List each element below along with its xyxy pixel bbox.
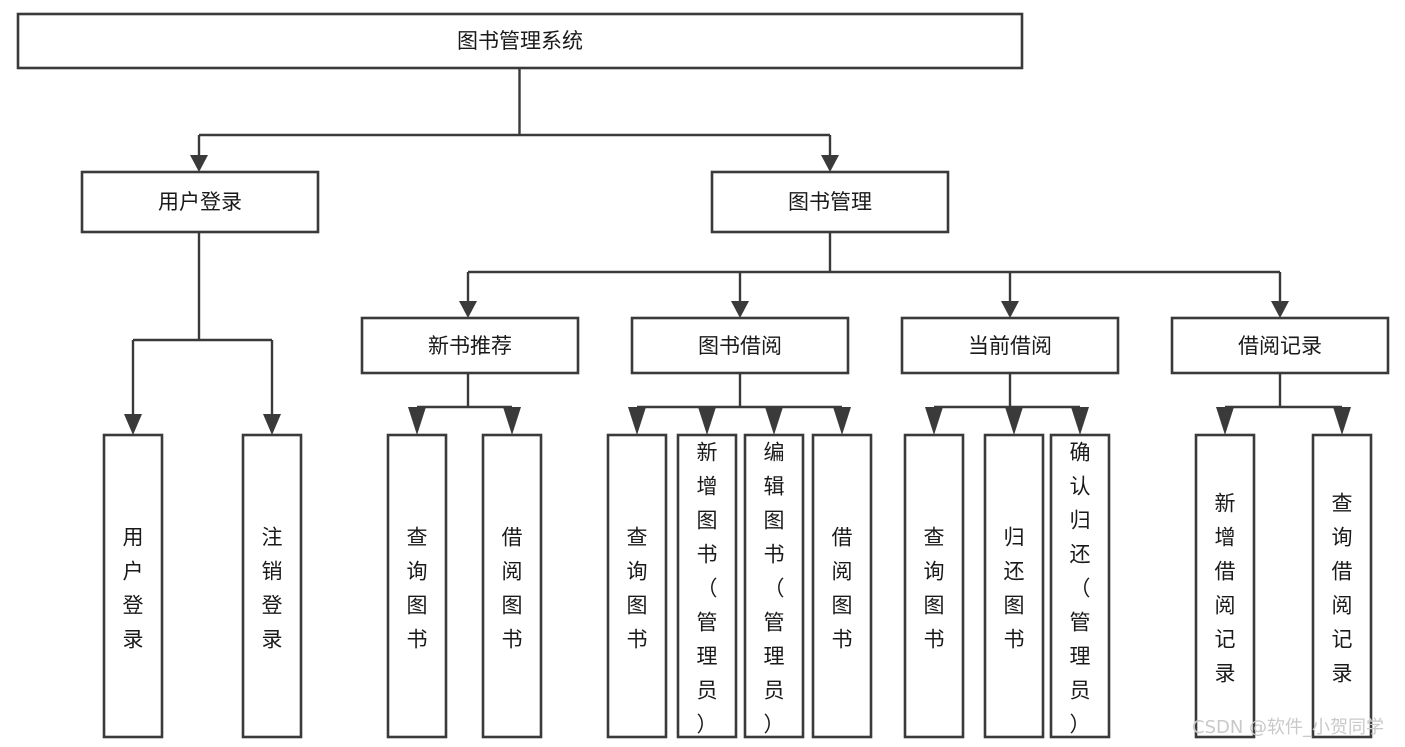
leaf-bb-borrow-book-box[interactable] <box>811 433 873 739</box>
leaf-br-query-record-label: 查询借阅记录 <box>1332 492 1353 686</box>
connector-layer <box>124 68 1351 435</box>
leaf-cb-confirm-return-admin[interactable]: 确认归还（管理员） <box>1049 433 1111 739</box>
root-box[interactable] <box>16 12 1024 70</box>
leaf-user-login[interactable]: 用户登录 <box>102 433 164 739</box>
leaf-bb-edit-book-admin-box[interactable] <box>743 433 805 739</box>
new-book-recommend-label: 新书推荐 <box>428 334 512 358</box>
arrow-book-borrow-leaf-3 <box>765 407 783 435</box>
leaf-nbr-query-book-box[interactable] <box>386 433 448 739</box>
arrow-borrow-record-leaf-1 <box>1216 407 1234 435</box>
arrow-book-borrow-leaf-4 <box>833 407 851 435</box>
leaf-cb-return-book[interactable]: 归还图书 <box>983 433 1045 739</box>
arrow-to-book-borrow <box>731 301 749 318</box>
arrow-to-new-book <box>459 301 477 318</box>
leaf-cb-confirm-return-admin-label: 确认归还（管理员） <box>1070 441 1091 737</box>
leaf-nbr-borrow-book-box[interactable] <box>481 433 543 739</box>
arrow-user-login-leaf-2 <box>263 414 281 435</box>
leaf-nbr-query-book[interactable]: 查询图书 <box>386 433 448 739</box>
new-book-recommend-box[interactable] <box>360 316 580 375</box>
leaf-bb-edit-book-admin[interactable]: 编辑图书（管理员） <box>743 433 805 739</box>
borrow-record-box[interactable] <box>1170 316 1390 375</box>
leaf-nbr-query-book-label: 查询图书 <box>407 526 428 652</box>
arrow-user-login-leaf-1 <box>124 414 142 435</box>
leaf-cb-return-book-label: 归还图书 <box>1004 526 1025 652</box>
node-borrow-record[interactable]: 借阅记录 <box>1170 316 1390 375</box>
leaf-bb-edit-book-admin-label: 编辑图书（管理员） <box>764 441 785 737</box>
book-borrow-box[interactable] <box>630 316 850 375</box>
leaf-bb-query-book-box[interactable] <box>606 433 668 739</box>
arrow-new-book-leaf-2 <box>503 407 521 435</box>
user-login-label: 用户登录 <box>158 190 242 214</box>
current-borrow-label: 当前借阅 <box>968 334 1052 358</box>
node-root-book-management-system[interactable]: 图书管理系统 <box>16 12 1024 70</box>
leaf-logout-box[interactable] <box>241 433 303 739</box>
current-borrow-box[interactable] <box>900 316 1120 375</box>
node-book-management[interactable]: 图书管理 <box>710 170 950 234</box>
leaf-logout[interactable]: 注销登录 <box>241 433 303 739</box>
leaf-bb-add-book-admin-label: 新增图书（管理员） <box>697 441 718 737</box>
leaf-cb-return-book-box[interactable] <box>983 433 1045 739</box>
arrow-current-borrow-leaf-2 <box>1005 407 1023 435</box>
leaf-br-add-record-label: 新增借阅记录 <box>1215 492 1236 686</box>
leaf-bb-borrow-book-label: 借阅图书 <box>832 526 853 652</box>
leaf-nbr-borrow-book-label: 借阅图书 <box>502 526 523 652</box>
arrow-to-book-mgmt <box>821 155 839 172</box>
leaf-br-add-record-box[interactable] <box>1194 433 1256 739</box>
node-book-borrow[interactable]: 图书借阅 <box>630 316 850 375</box>
arrow-book-borrow-leaf-1 <box>628 407 646 435</box>
leaf-user-login-box[interactable] <box>102 433 164 739</box>
leaf-br-query-record-box[interactable] <box>1311 433 1373 739</box>
leaf-bb-borrow-book[interactable]: 借阅图书 <box>811 433 873 739</box>
root-label: 图书管理系统 <box>457 29 583 53</box>
csdn-watermark: CSDN @软件_小贺同学 <box>1192 717 1384 738</box>
arrow-to-current-borrow <box>1001 301 1019 318</box>
node-user-login[interactable]: 用户登录 <box>80 170 320 234</box>
arrow-new-book-leaf-1 <box>408 407 426 435</box>
arrow-to-borrow-record <box>1271 301 1289 318</box>
leaf-cb-confirm-return-admin-box[interactable] <box>1049 433 1111 739</box>
node-new-book-recommend[interactable]: 新书推荐 <box>360 316 580 375</box>
arrow-current-borrow-leaf-3 <box>1071 407 1089 435</box>
leaf-bb-add-book-admin-box[interactable] <box>676 433 738 739</box>
leaf-cb-query-book[interactable]: 查询图书 <box>903 433 965 739</box>
node-current-borrow[interactable]: 当前借阅 <box>900 316 1120 375</box>
leaf-cb-query-book-label: 查询图书 <box>924 526 945 652</box>
book-management-box[interactable] <box>710 170 950 234</box>
borrow-record-label: 借阅记录 <box>1238 334 1322 358</box>
arrow-book-borrow-leaf-2 <box>698 407 716 435</box>
arrow-borrow-record-leaf-2 <box>1333 407 1351 435</box>
book-borrow-label: 图书借阅 <box>698 334 782 358</box>
user-login-box[interactable] <box>80 170 320 234</box>
leaf-bb-query-book-label: 查询图书 <box>627 526 648 652</box>
leaf-user-login-label: 用户登录 <box>123 526 144 652</box>
leaf-nbr-borrow-book[interactable]: 借阅图书 <box>481 433 543 739</box>
book-management-label: 图书管理 <box>788 190 872 214</box>
arrow-to-user-login <box>190 155 208 172</box>
leaf-br-add-record[interactable]: 新增借阅记录 <box>1194 433 1256 739</box>
leaf-logout-label: 注销登录 <box>262 526 283 652</box>
leaf-br-query-record[interactable]: 查询借阅记录 <box>1311 433 1373 739</box>
leaf-bb-add-book-admin[interactable]: 新增图书（管理员） <box>676 433 738 739</box>
leaf-cb-query-book-box[interactable] <box>903 433 965 739</box>
leaf-bb-query-book[interactable]: 查询图书 <box>606 433 668 739</box>
arrow-current-borrow-leaf-1 <box>925 407 943 435</box>
